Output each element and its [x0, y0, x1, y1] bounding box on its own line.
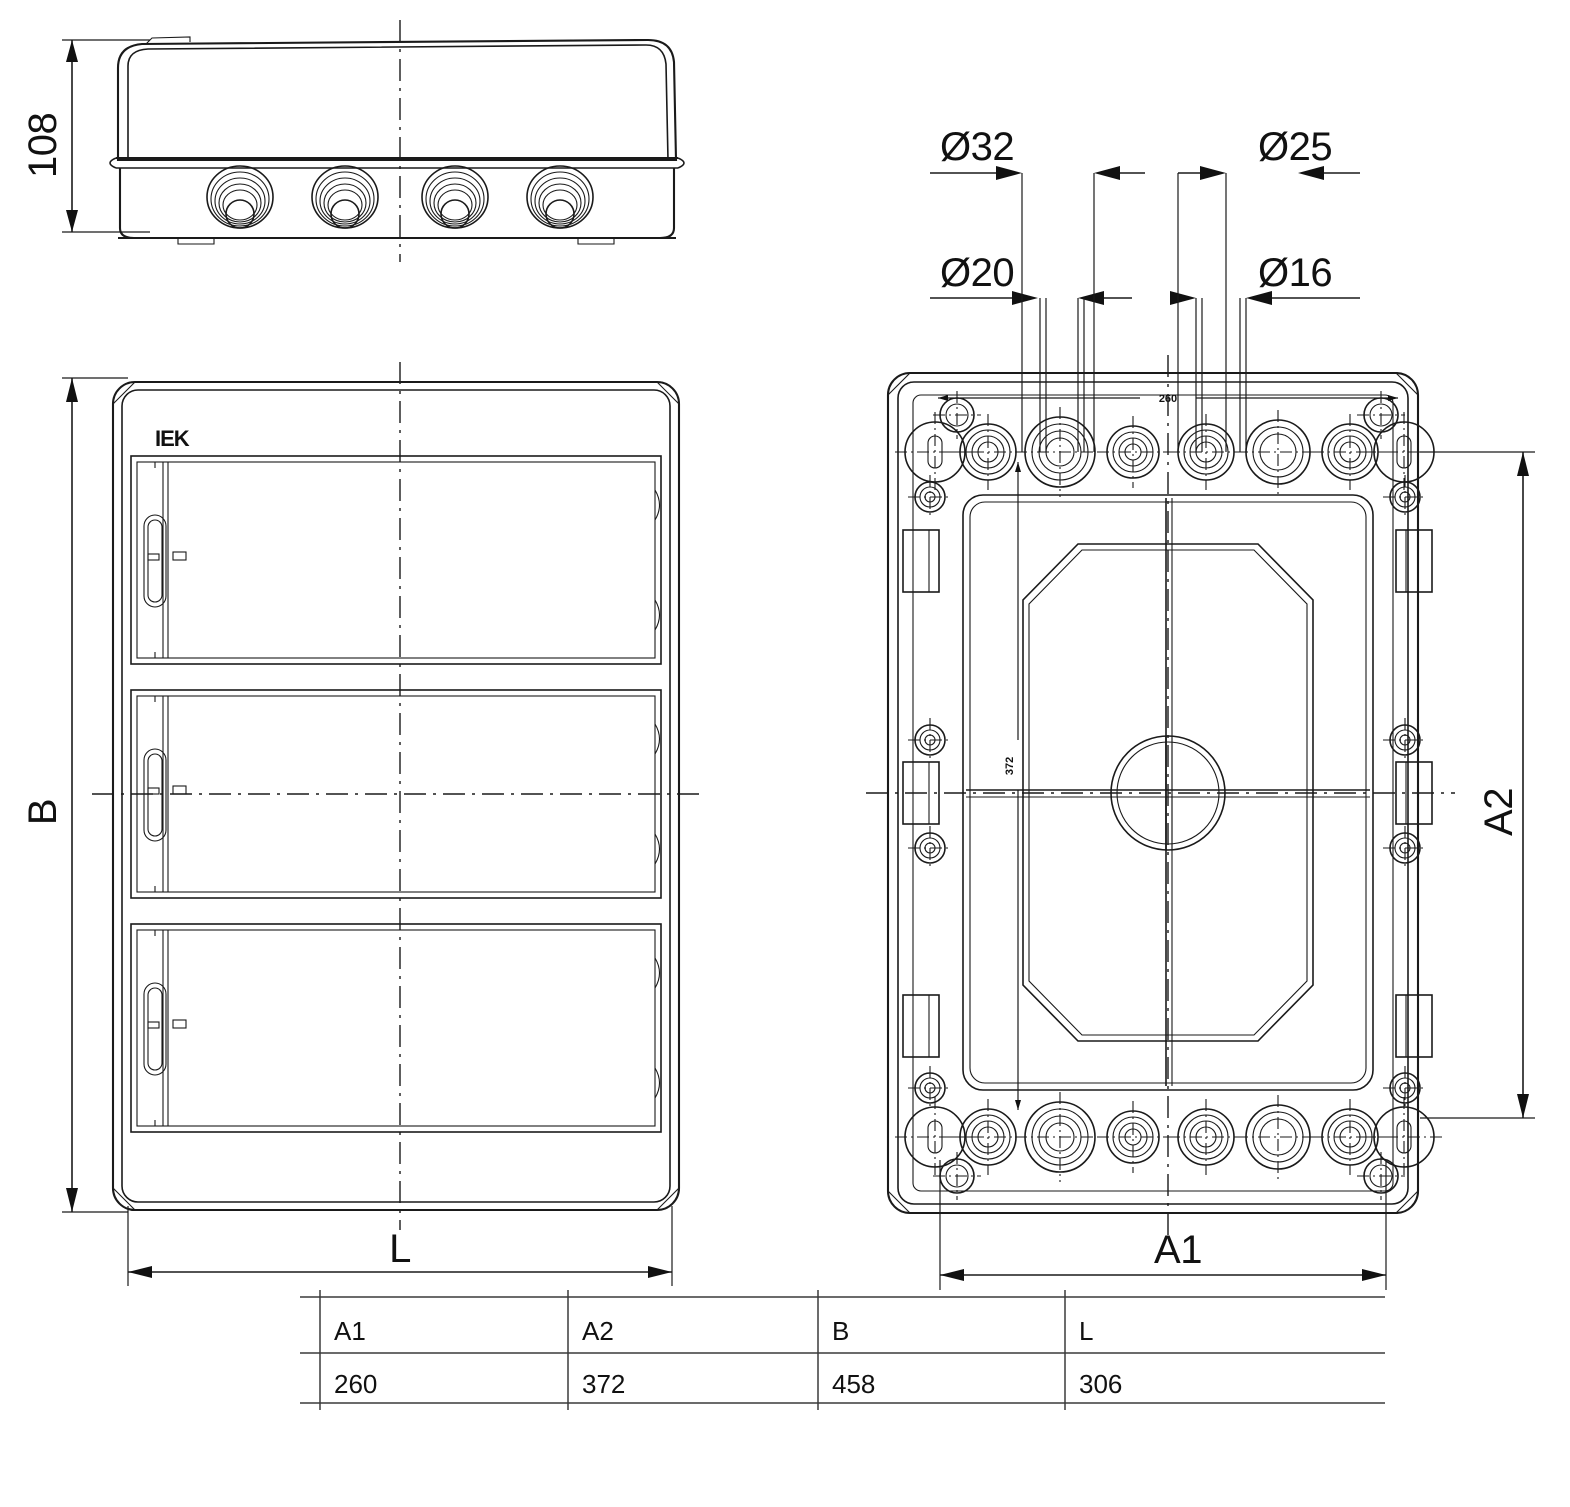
screw-boss [908, 718, 952, 762]
cable-gland-group [206, 165, 594, 229]
mounting-tab [1395, 529, 1433, 593]
table-header-l: L [1079, 1316, 1093, 1346]
dimension-table: A1 A2 B L 260 372 458 306 [300, 1290, 1385, 1410]
dimension-B-label: B [21, 799, 65, 825]
screw-boss [908, 475, 952, 519]
slotted-hole [895, 1097, 975, 1177]
side-elevation-view: 108 [21, 20, 685, 262]
table-cell-a1: 260 [334, 1369, 377, 1399]
table-cell-l: 306 [1079, 1369, 1122, 1399]
inner-dimension-372: 372 [1004, 462, 1021, 1110]
table-header-b: B [832, 1316, 849, 1346]
callout-d32: Ø32 [930, 125, 1145, 180]
knockout [1168, 1099, 1244, 1175]
dimension-108-label: 108 [21, 113, 65, 178]
dimension-B: B [21, 377, 128, 1213]
dimension-A1: A1 [939, 1160, 1387, 1290]
table-header-a1: A1 [334, 1316, 366, 1346]
callout-d20-label: Ø20 [940, 251, 1014, 295]
slotted-hole [1364, 412, 1444, 492]
callout-d16-label: Ø16 [1258, 251, 1332, 295]
brand-logo: IEK [155, 426, 191, 451]
screw-boss [933, 391, 981, 439]
knockout [1015, 407, 1105, 497]
front-view: B L IEK [21, 362, 700, 1286]
screw-boss [1383, 475, 1427, 519]
callout-leader-lines [1021, 173, 1247, 452]
dimension-A2: A2 [1420, 451, 1535, 1119]
knockout [1097, 416, 1169, 488]
cable-gland [311, 165, 379, 229]
cable-gland [526, 165, 594, 229]
dimension-L-label: L [389, 1227, 411, 1271]
slotted-hole [1364, 1097, 1444, 1177]
mounting-tab [902, 761, 940, 825]
callout-d20: Ø20 [930, 251, 1132, 305]
screw-boss [1383, 826, 1427, 870]
dimension-A2-label: A2 [1477, 788, 1521, 836]
callout-d32-label: Ø32 [940, 125, 1014, 169]
callout-d25-label: Ø25 [1258, 125, 1332, 169]
cable-gland [421, 165, 489, 229]
mounting-tab [902, 994, 940, 1058]
inner-dimension-372-label: 372 [1004, 757, 1016, 775]
screw-boss [908, 1066, 952, 1110]
screw-boss [1357, 391, 1405, 439]
table-cell-a2: 372 [582, 1369, 625, 1399]
screw-boss [1383, 718, 1427, 762]
table-cell-b: 458 [832, 1369, 875, 1399]
knockout-row-bottom [895, 1092, 1444, 1182]
callout-d16: Ø16 [1170, 251, 1360, 305]
dimension-108: 108 [21, 39, 150, 233]
knockout [1168, 414, 1244, 490]
knockout [1312, 1099, 1388, 1175]
screw-boss [1383, 1066, 1427, 1110]
knockout [1097, 1101, 1169, 1173]
din-rail-cover [130, 923, 662, 1133]
mounting-tab [902, 529, 940, 593]
knockout [1236, 1095, 1320, 1179]
screw-boss [1357, 1152, 1405, 1200]
screw-boss [933, 1152, 981, 1200]
knockout-row-top [895, 407, 1444, 497]
dimension-L: L [127, 1206, 673, 1286]
screw-boss [908, 826, 952, 870]
cable-gland [206, 165, 274, 229]
knockout [950, 1099, 1026, 1175]
back-plate-view: Ø32 Ø25 Ø20 Ø16 [866, 125, 1535, 1290]
callout-d25: Ø25 [1178, 125, 1360, 180]
mounting-tab [1395, 994, 1433, 1058]
din-rail-cover [130, 455, 662, 665]
brand-logo-label: IEK [155, 426, 190, 451]
dimension-A1-label: A1 [1154, 1228, 1202, 1272]
knockout [1015, 1092, 1105, 1182]
knockout [1236, 410, 1320, 494]
table-header-a2: A2 [582, 1316, 614, 1346]
